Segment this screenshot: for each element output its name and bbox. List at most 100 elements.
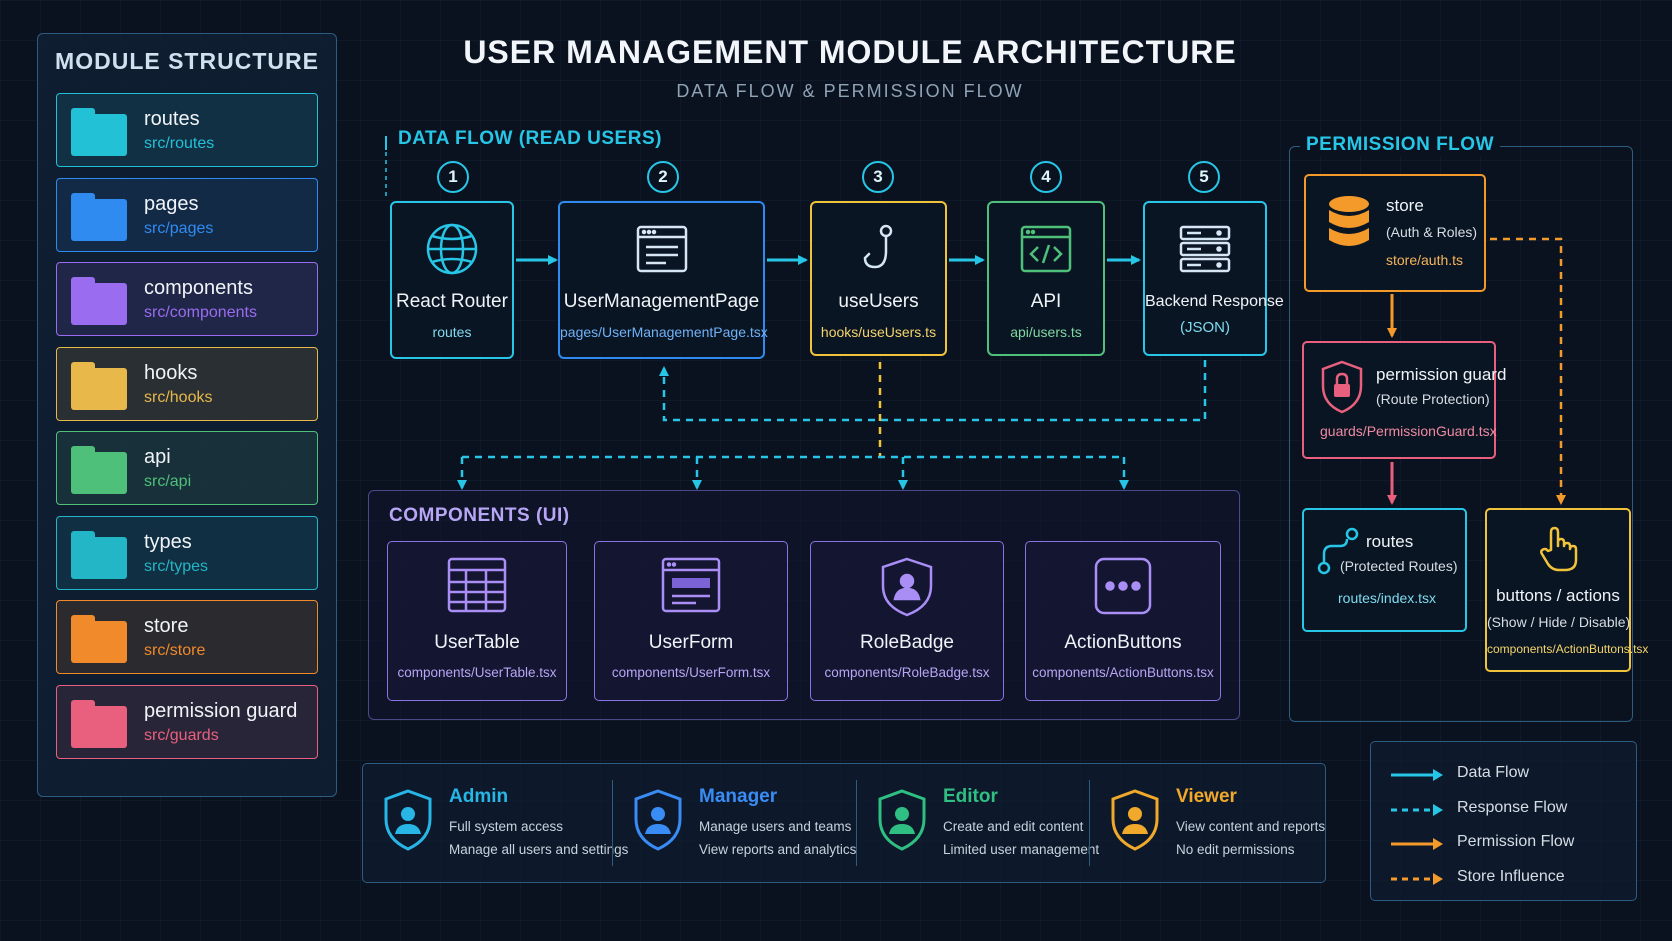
flow-box-path: api/users.ts: [1010, 324, 1082, 340]
guard-subtitle: (Route Protection): [1376, 391, 1490, 407]
folder-icon: [71, 530, 127, 579]
module-path: src/guards: [144, 726, 219, 744]
legend-line-icon: [1391, 769, 1443, 781]
component-name: ActionButtons: [1064, 632, 1182, 653]
module-card-routes[interactable]: routes src/routes: [56, 93, 318, 167]
flow-box-name: API: [1030, 291, 1062, 312]
role-name: Admin: [449, 786, 509, 807]
actions-subtitle: (Show / Hide / Disable): [1487, 614, 1631, 630]
folder-icon: [71, 361, 127, 410]
table-icon: [388, 556, 566, 618]
flow-box-react-router[interactable]: React Router routes: [390, 201, 514, 359]
module-name: types: [144, 530, 192, 553]
actions-name: buttons / actions: [1496, 586, 1620, 605]
flow-box-user-management-page[interactable]: UserManagementPage pages/UserManagementP…: [558, 201, 768, 359]
server-icon: [1145, 221, 1265, 277]
permission-box-routes[interactable]: routes (Protected Routes) routes/index.t…: [1302, 508, 1467, 632]
folder-icon: [71, 615, 127, 663]
flow-box-path: pages/UserManagementPage.tsx: [560, 324, 768, 340]
legend-label: Response Flow: [1457, 798, 1568, 816]
flow-box-path: routes: [432, 324, 472, 340]
flow-box-path: hooks/useUsers.ts: [820, 324, 937, 340]
legend-label: Permission Flow: [1457, 833, 1575, 850]
permission-box-guard[interactable]: permission guard (Route Protection) guar…: [1302, 341, 1506, 459]
page-subtitle: DATA FLOW & PERMISSION FLOW: [676, 81, 1024, 101]
module-card-components[interactable]: components src/components: [56, 262, 318, 336]
component-path: components/ActionButtons.tsx: [1032, 665, 1214, 680]
role-description: Create and edit content: [943, 819, 1084, 834]
permission-flow-label: PERMISSION FLOW: [1300, 134, 1500, 156]
shield-user-icon: [811, 556, 1003, 618]
shield-user-icon: [634, 789, 682, 851]
folder-icon: [71, 192, 127, 241]
module-name: pages: [144, 192, 199, 215]
component-card-user-form[interactable]: UserForm components/UserForm.tsx: [594, 541, 788, 701]
flow-box-name: UserManagementPage: [563, 291, 760, 312]
step-number-3: 3: [862, 161, 894, 193]
form-icon: [595, 556, 787, 618]
role-divider: [1089, 780, 1090, 866]
flow-box-use-users[interactable]: useUsers hooks/useUsers.ts: [810, 201, 947, 356]
legend-label: Store Influence: [1457, 867, 1565, 885]
store-subtitle: (Auth & Roles): [1386, 224, 1478, 240]
permission-box-store[interactable]: store (Auth & Roles) store/auth.ts: [1304, 174, 1486, 292]
step-number-5: 5: [1188, 161, 1220, 193]
role-description: Limited user management: [943, 842, 1100, 857]
role-name: Editor: [943, 786, 998, 807]
legend-item: Store Influence: [1389, 867, 1629, 891]
module-path: src/hooks: [144, 388, 213, 406]
role-name: Viewer: [1176, 786, 1237, 807]
guard-name: permission guard: [1376, 365, 1507, 384]
store-path: store/auth.ts: [1386, 252, 1464, 268]
permission-box-actions[interactable]: buttons / actions (Show / Hide / Disable…: [1485, 508, 1648, 672]
folder-icon: [71, 446, 127, 494]
module-name: routes: [144, 108, 200, 130]
module-name: store: [144, 615, 189, 637]
component-card-user-table[interactable]: UserTable components/UserTable.tsx: [387, 541, 567, 701]
role-description: No edit permissions: [1176, 842, 1295, 857]
legend-line-icon: [1391, 838, 1443, 850]
component-path: components/UserTable.tsx: [397, 665, 557, 680]
component-card-role-badge[interactable]: RoleBadge components/RoleBadge.tsx: [810, 541, 1004, 701]
role-name: Manager: [699, 786, 778, 807]
module-path: src/components: [144, 304, 257, 321]
response-flow-line: [659, 360, 1207, 422]
globe-icon: [392, 221, 512, 277]
data-flow-label: DATA FLOW (READ USERS): [398, 128, 662, 149]
shield-user-icon: [1111, 789, 1159, 851]
page-title: USER MANAGEMENT MODULE ARCHITECTURE: [463, 34, 1237, 70]
browser-window-icon: [560, 221, 763, 277]
routes-subtitle: (Protected Routes): [1340, 558, 1458, 574]
module-name: components: [144, 277, 253, 299]
route-icon: [1317, 527, 1359, 575]
role-description: View reports and analytics: [699, 842, 857, 857]
component-name: UserForm: [648, 632, 734, 653]
code-window-icon: [989, 221, 1103, 277]
components-panel: COMPONENTS (UI) UserTable components/Use…: [368, 490, 1240, 720]
module-name: api: [144, 446, 171, 468]
flow-box-backend-response[interactable]: Backend Response (JSON): [1143, 201, 1284, 356]
module-card-store[interactable]: store src/store: [56, 600, 318, 674]
flow-box-api[interactable]: API api/users.ts: [987, 201, 1105, 356]
module-path: src/api: [144, 473, 192, 490]
module-path: src/store: [144, 642, 206, 659]
module-card-api[interactable]: api src/api: [56, 431, 318, 505]
legend-item: Permission Flow: [1389, 832, 1629, 856]
step-number-2: 2: [647, 161, 679, 193]
component-name: RoleBadge: [859, 632, 955, 653]
flow-box-name: useUsers: [838, 291, 919, 312]
component-card-action-buttons[interactable]: ActionButtons components/ActionButtons.t…: [1025, 541, 1221, 701]
role-description: Manage all users and settings: [449, 842, 629, 857]
module-path: src/routes: [144, 135, 215, 152]
routes-name: routes: [1366, 532, 1414, 551]
role-description: Full system access: [449, 819, 564, 834]
step-number-1: 1: [437, 161, 469, 193]
component-path: components/UserForm.tsx: [611, 665, 771, 680]
guard-path: guards/PermissionGuard.tsx: [1320, 423, 1497, 439]
